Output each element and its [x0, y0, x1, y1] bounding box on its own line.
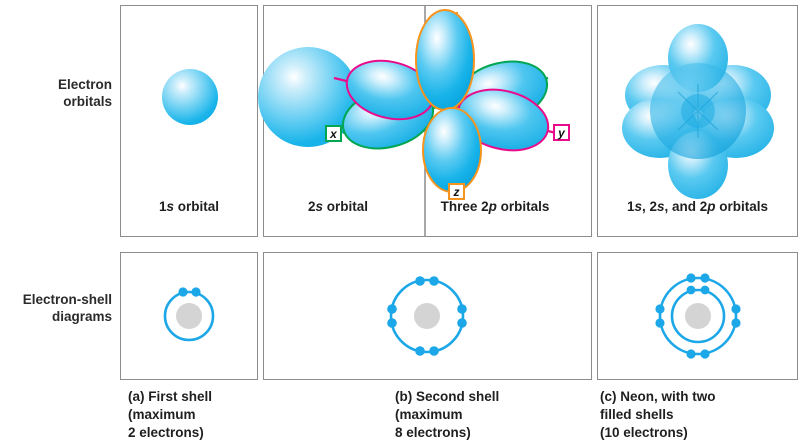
axis-label-x: x — [325, 125, 342, 142]
caption-2s-orbital: 2s orbital — [307, 199, 369, 214]
row-label-electron-orbitals: Electron orbitals — [57, 77, 112, 109]
orbital-sphere-1s — [162, 69, 218, 125]
axis-label-z: z — [448, 183, 465, 200]
caption-three-2p-orbitals: Three 2p orbitals — [440, 199, 550, 214]
figure-caption-a: (a) First shell (maximum 2 electrons) — [128, 389, 213, 440]
shell-diagram-neon — [655, 273, 741, 359]
combined-1s-sphere — [681, 94, 715, 128]
caption-1s-orbital: 1s orbital — [158, 199, 220, 214]
shell-diagram-first-shell — [163, 287, 215, 342]
figure-caption-c: (c) Neon, with two filled shells (10 ele… — [600, 389, 716, 440]
axis-label-y: y — [553, 124, 570, 141]
caption-combined-orbitals: 1s, 2s, and 2p orbitals — [626, 199, 769, 214]
shell-diagram-second-shell — [387, 276, 467, 356]
figure-caption-b: (b) Second shell (maximum 8 electrons) — [395, 389, 500, 440]
row-label-electron-shell-diagrams: Electron-shell diagrams — [22, 292, 112, 324]
